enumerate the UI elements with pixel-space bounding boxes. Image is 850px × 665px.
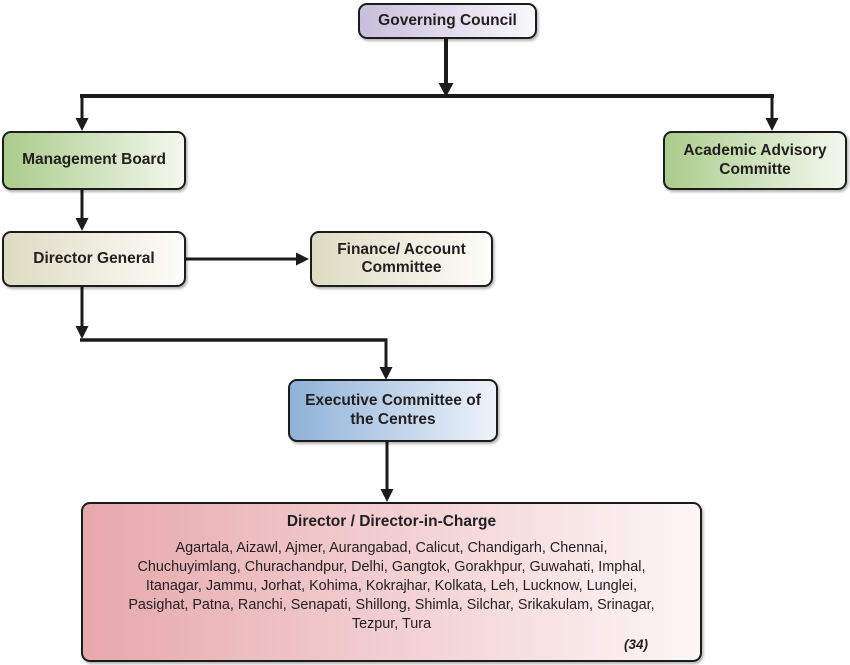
connector-board-to-director-general xyxy=(75,190,89,231)
centres-list-line: Itanagar, Jammu, Jorhat, Kohima, Kokrajh… xyxy=(145,578,638,595)
node-director-general-label: Director General xyxy=(33,249,155,267)
connector-governing-to-boards xyxy=(75,39,779,131)
node-directors: Director / Director-in-Charge Agartala, … xyxy=(81,502,702,662)
node-academic-advisory-committee: Academic Advisory Committe xyxy=(663,131,847,190)
connector-director-general-to-finance xyxy=(186,252,309,266)
arrow-right-icon xyxy=(296,252,309,266)
node-finance-account-committee-label: Finance/ Account Committee xyxy=(337,240,466,276)
arrow-down-icon xyxy=(380,489,394,502)
connector-director-general-to-executive xyxy=(75,287,393,380)
arrow-down-icon xyxy=(438,83,454,97)
node-governing-council: Governing Council xyxy=(358,3,537,39)
node-academic-advisory-committee-label: Academic Advisory Committe xyxy=(683,142,827,178)
node-management-board-label: Management Board xyxy=(22,151,166,169)
node-finance-account-committee: Finance/ Account Committee xyxy=(310,231,493,287)
node-governing-council-label: Governing Council xyxy=(378,11,517,29)
node-executive-committee-label: Executive Committee of the Centres xyxy=(305,392,481,428)
centres-list-line: Tezpur, Tura xyxy=(351,616,432,633)
arrow-down-icon xyxy=(75,218,89,231)
arrow-down-icon xyxy=(765,118,779,131)
centres-list-line: Chuchuyimlang, Churachandpur, Delhi, Gan… xyxy=(137,559,646,576)
connector-executive-to-directors xyxy=(380,442,394,502)
node-director-general: Director General xyxy=(2,231,186,287)
directors-title: Director / Director-in-Charge xyxy=(286,513,497,530)
arrow-down-icon xyxy=(75,118,89,131)
centres-list-line: Pasighat, Patna, Ranchi, Senapati, Shill… xyxy=(128,597,655,614)
centres-count-note: (34) xyxy=(623,637,648,653)
node-management-board: Management Board xyxy=(2,131,186,190)
node-executive-committee: Executive Committee of the Centres xyxy=(288,379,498,442)
centres-list-line: Agartala, Aizawl, Ajmer, Aurangabad, Cal… xyxy=(175,540,608,557)
arrow-down-icon xyxy=(75,326,89,339)
